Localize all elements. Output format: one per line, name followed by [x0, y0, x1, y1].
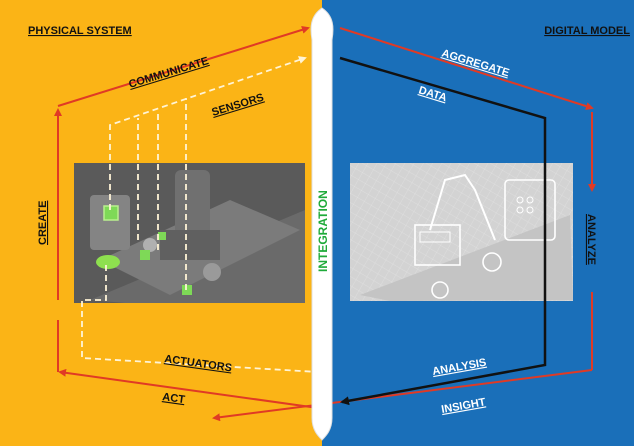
- communicate-arrow: [57, 25, 310, 107]
- physical-system-title: PHYSICAL SYSTEM: [28, 25, 132, 37]
- integration-bar: [310, 7, 334, 441]
- factory-machine-photo: [74, 163, 305, 303]
- analyze-label: ANALYZE: [585, 214, 597, 265]
- wireframe-machine-render: [350, 163, 573, 301]
- integration-label: INTEGRATION: [316, 190, 330, 272]
- insight-arrow: [212, 369, 593, 422]
- act-arrow: [58, 368, 319, 409]
- digital-flow-arrows: [212, 27, 596, 422]
- create-label: CREATE: [37, 201, 49, 245]
- digital-model-title: DIGITAL MODEL: [544, 25, 630, 37]
- aggregate-arrow: [339, 27, 594, 110]
- sensor-lines: [81, 56, 319, 373]
- data-loop: [339, 56, 547, 406]
- act-label: ACT: [162, 391, 186, 406]
- physical-flow-arrows: [54, 25, 319, 409]
